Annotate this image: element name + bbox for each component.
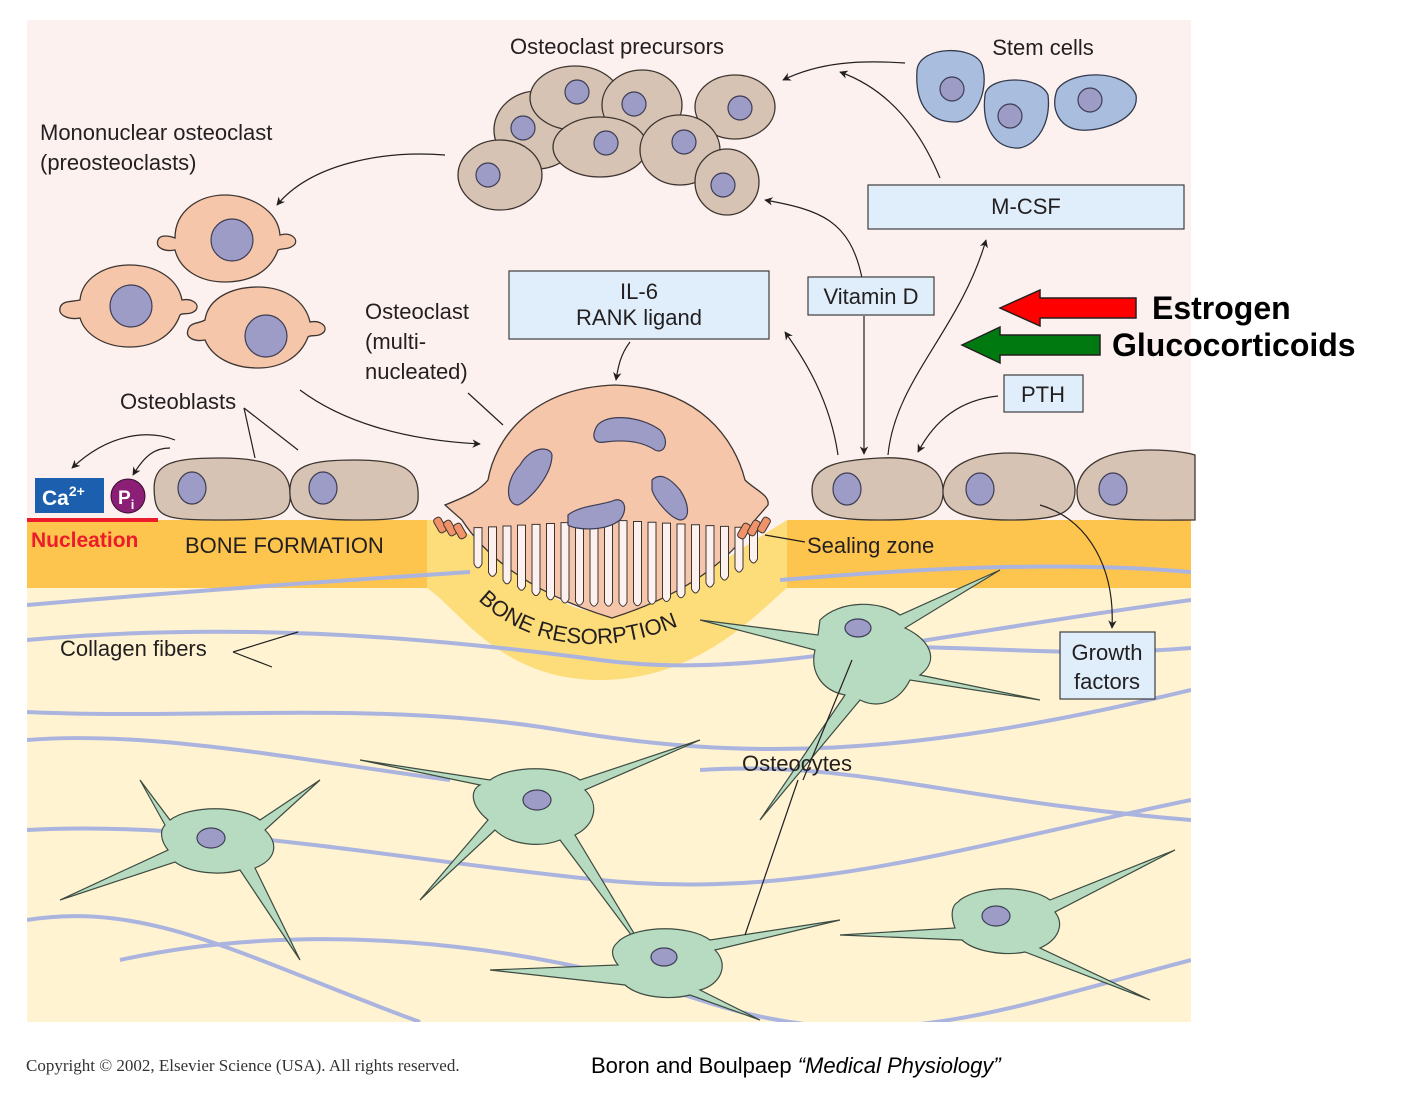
- growth-factors-box: Growth factors: [1059, 631, 1156, 700]
- source-authors: Boron and Boulpaep: [591, 1053, 798, 1078]
- ruffled-border-villus: [618, 520, 628, 607]
- bone-surface-left: [27, 520, 427, 588]
- ruffled-border-villus: [560, 522, 570, 604]
- ruffled-border-villus: [473, 527, 483, 569]
- ruffled-border-villus: [502, 525, 512, 585]
- arrow-il6-to-osteoclast: [613, 341, 631, 381]
- osteoblast-nuclei-left: [177, 471, 338, 505]
- il6-rank-ligand-box: IL-6 RANK ligand: [508, 270, 770, 340]
- ruffled-border-villus: [720, 525, 729, 581]
- osteocyte: [839, 849, 1176, 1001]
- copyright-notice: Copyright © 2002, Elsevier Science (USA)…: [26, 1056, 460, 1075]
- calcium-badge: [35, 478, 104, 513]
- sealing-zone-label: Sealing zone: [807, 533, 934, 558]
- osteocytes-group: [59, 569, 1176, 1021]
- ruffled-border-villus: [531, 523, 541, 597]
- estrogen-arrow: [998, 288, 1137, 328]
- osteocyte-nuclei: [196, 618, 1011, 967]
- factors-label: factors: [1074, 669, 1140, 694]
- arrow-mcsf-to-stem: [839, 70, 941, 179]
- source-citation: Boron and Boulpaep “Medical Physiology”: [591, 1053, 1001, 1079]
- il6-label: IL-6: [620, 279, 658, 304]
- arrow-osteoblast-to-il6: [784, 331, 839, 456]
- arrow-to-phosphate: [132, 447, 171, 476]
- pth-label: PTH: [1021, 382, 1065, 407]
- osteoclast-label: Osteoclast: [365, 299, 469, 324]
- phosphate-badge: [110, 478, 146, 514]
- ruffled-border-villus: [691, 524, 700, 594]
- ruffled-border-villus: [604, 519, 613, 607]
- osteoclast-nuclei: [507, 417, 689, 530]
- phosphate-label: Pi: [118, 488, 134, 512]
- mcsf-label: M-CSF: [991, 194, 1061, 219]
- estrogen-label: Estrogen: [1152, 290, 1291, 326]
- collagen-fibers-label: Collagen fibers: [60, 636, 207, 661]
- osteoblast-nuclei-right: [832, 472, 1128, 506]
- osteoblasts-label: Osteoblasts: [120, 389, 236, 414]
- precursor-nuclei: [475, 79, 753, 198]
- osteocyte: [699, 569, 1041, 821]
- sealing-zone-integrins-right: [737, 516, 771, 540]
- bone-formation-label: BONE FORMATION: [185, 533, 384, 558]
- arrow-stem-to-precursors: [782, 61, 906, 81]
- preosteoclasts-label: (preosteoclasts): [40, 150, 197, 175]
- osteoclast: [433, 384, 771, 619]
- osteoclast-precursors-label: Osteoclast precursors: [510, 34, 724, 59]
- stem-cells-label: Stem cells: [992, 35, 1093, 60]
- mononuclear-osteoclast-label: Mononuclear osteoclast: [40, 120, 272, 145]
- pathway-arrows: [71, 61, 1117, 629]
- ruffled-border-villus: [749, 527, 758, 564]
- growth-label: Growth: [1072, 640, 1143, 665]
- ruffled-border-villus: [633, 520, 642, 607]
- osteocytes-label: Osteocytes: [742, 751, 852, 776]
- rank-ligand-label: RANK ligand: [576, 305, 702, 330]
- ruffled-border-villus: [662, 522, 671, 603]
- arrow-precursors-to-preosteoclasts: [276, 153, 446, 206]
- ruffled-border-villus: [488, 526, 497, 577]
- arrow-to-calcium: [71, 434, 176, 469]
- arrow-pth-to-osteoblast: [917, 395, 999, 453]
- arrow-vitamind-to-precursors: [764, 197, 863, 279]
- nucleation-line: [27, 518, 158, 522]
- resorption-pit-band: [427, 520, 787, 680]
- osteoclast-multi-label: (multi-: [365, 329, 426, 354]
- stem-cells: [916, 49, 1137, 149]
- calcium-label: Ca2+: [42, 483, 85, 510]
- ruffled-border: [473, 519, 758, 607]
- vitamin-d-label: Vitamin D: [824, 284, 919, 309]
- mcsf-box: M-CSF: [867, 184, 1185, 230]
- ruffled-border-villus: [647, 521, 657, 605]
- glucocorticoids-label: Glucocorticoids: [1112, 327, 1356, 363]
- osteocyte: [489, 919, 841, 1021]
- ruffled-border-villus: [676, 523, 686, 599]
- osteocyte: [59, 779, 321, 961]
- ruffled-border-villus: [517, 524, 526, 591]
- preosteoclast-nuclei: [109, 218, 288, 358]
- arrow-to-growth-factors: [1039, 504, 1117, 629]
- ruffled-border-villus: [546, 523, 555, 601]
- pth-box: PTH: [1003, 374, 1084, 413]
- ruffled-border-villus: [705, 525, 715, 588]
- ruffled-border-villus: [589, 520, 599, 607]
- leader-lines: [232, 392, 853, 936]
- stem-cell-nuclei: [939, 76, 1103, 129]
- arrow-osteoblast-to-mcsf: [887, 239, 988, 456]
- vitamin-d-box: Vitamin D: [807, 276, 935, 316]
- source-title: “Medical Physiology”: [797, 1053, 1001, 1078]
- osteoblasts-right: [811, 449, 1196, 521]
- sealing-zone-integrins-left: [433, 516, 467, 540]
- arrow-preosteoclasts-to-osteoclast: [299, 389, 481, 448]
- osteoclast-nucleated-label: nucleated): [365, 359, 468, 384]
- glucocorticoids-arrow: [960, 325, 1101, 365]
- ruffled-border-villus: [575, 521, 584, 606]
- nucleation-label: Nucleation: [31, 529, 138, 552]
